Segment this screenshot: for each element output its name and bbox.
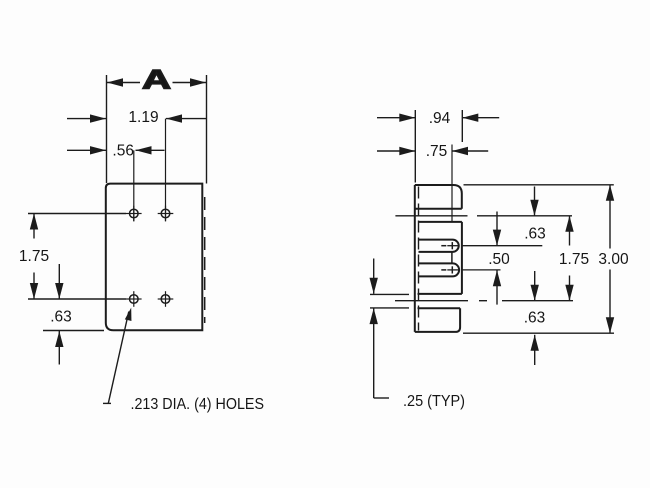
svg-text:1.75: 1.75: [19, 248, 49, 265]
svg-text:.63: .63: [524, 226, 546, 243]
svg-text:.50: .50: [488, 251, 510, 268]
svg-text:.94: .94: [429, 110, 451, 127]
svg-text:.25 (TYP): .25 (TYP): [403, 393, 465, 410]
svg-text:A: A: [142, 65, 171, 95]
svg-text:.56: .56: [112, 142, 134, 159]
svg-text:1.75: 1.75: [559, 251, 589, 268]
svg-text:.75: .75: [426, 143, 448, 160]
svg-text:.63: .63: [50, 309, 72, 326]
svg-text:3.00: 3.00: [598, 251, 629, 268]
svg-text:.213 DIA. (4) HOLES: .213 DIA. (4) HOLES: [131, 396, 265, 413]
svg-text:1.19: 1.19: [128, 109, 158, 126]
svg-text:.63: .63: [524, 310, 546, 327]
